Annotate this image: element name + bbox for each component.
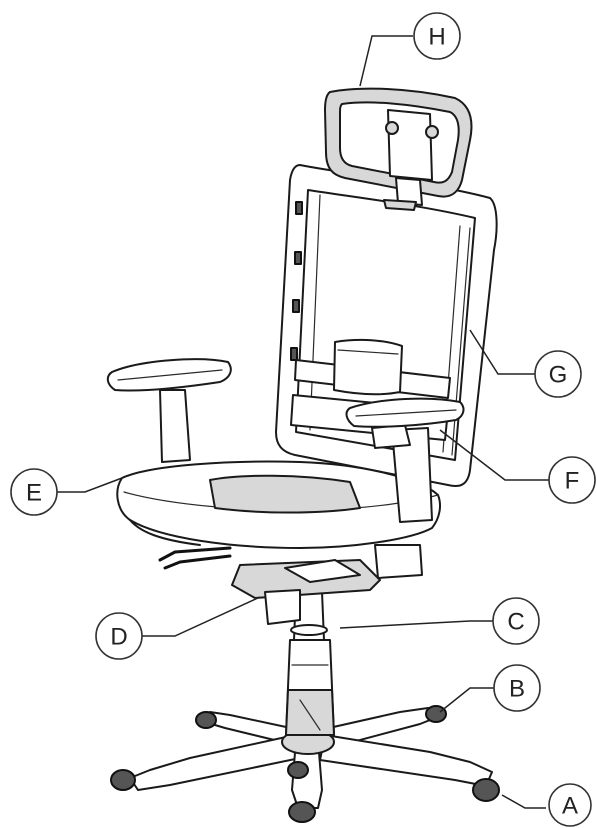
callout-c-label: C (507, 609, 524, 636)
callout-d-label: D (110, 624, 127, 651)
callout-c: C (492, 597, 540, 645)
callout-e-label: E (26, 480, 42, 507)
callout-g-label: G (549, 362, 568, 389)
callout-b: B (493, 664, 541, 712)
callout-f-label: F (565, 468, 580, 495)
seat-cushion (116, 460, 441, 549)
callout-e: E (10, 468, 58, 516)
right-armrest (345, 397, 465, 523)
lumbar-support (333, 338, 403, 396)
headrest (324, 87, 473, 211)
caster-wheels (110, 705, 500, 823)
callout-a-label: A (562, 793, 578, 820)
callout-h-label: H (428, 24, 445, 51)
leader-lines (57, 35, 550, 809)
callout-b-label: B (509, 676, 525, 703)
left-armrest (106, 358, 232, 463)
callout-d: D (95, 612, 143, 660)
callout-g: G (534, 350, 582, 398)
callout-h: H (413, 12, 461, 60)
callout-a: A (548, 783, 592, 827)
seat-mechanism (158, 544, 423, 625)
callout-f: F (548, 456, 596, 504)
